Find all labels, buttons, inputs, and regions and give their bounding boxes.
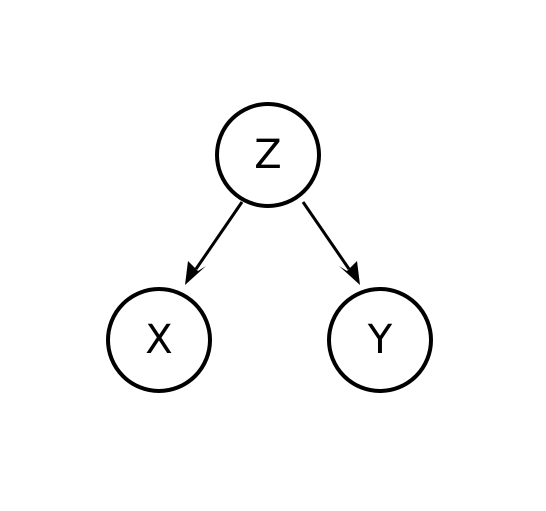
node-z-circle (215, 102, 321, 208)
node-z[interactable]: Z (215, 102, 321, 208)
edge-z-to-y-arrowhead (339, 261, 360, 285)
edge-z-to-x-line (194, 201, 244, 270)
node-y-circle (327, 287, 433, 393)
node-z-label: Z (254, 132, 281, 178)
edge-z-to-y-line (301, 201, 351, 270)
edge-z-to-x-arrowhead (185, 261, 206, 285)
edge-z-to-x (185, 201, 244, 285)
node-y[interactable]: Y (327, 287, 433, 393)
node-y-label: Y (367, 317, 393, 363)
edge-z-to-y (301, 201, 360, 285)
node-x[interactable]: X (106, 287, 212, 393)
node-x-circle (106, 287, 212, 393)
node-x-label: X (145, 317, 172, 363)
